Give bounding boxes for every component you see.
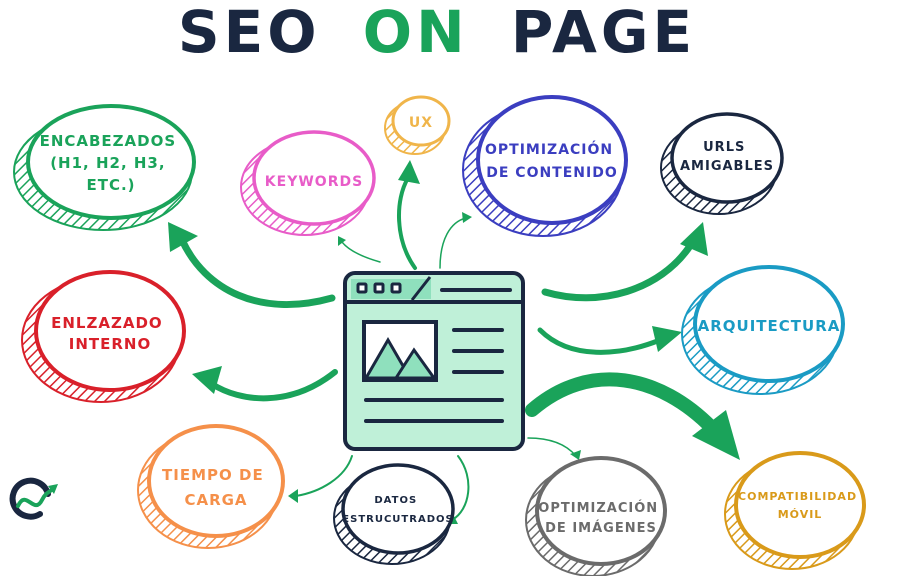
svg-text:OPTIMIZACIÓN DE IMÁGENES: OPTIMIZACIÓN DE IMÁGENES: [538, 500, 663, 536]
node-arquitectura-line-1: ARQUITECTURA: [698, 317, 841, 335]
brand-logo-icon: [9, 477, 58, 520]
svg-text:TIEMPO DE CARGA: TIEMPO DE CARGA: [162, 466, 270, 509]
node-encabezados-line-3: ETC.): [86, 176, 135, 194]
node-imagenes: OPTIMIZACIÓN DE IMÁGENES: [525, 456, 667, 576]
arrow-arquitectura: [537, 327, 663, 355]
connector-arrows: [168, 160, 740, 524]
node-enlazado-line-2: INTERNO: [69, 335, 151, 353]
svg-text:COMPATIBILIDAD MÓVIL: COMPATIBILIDAD MÓVIL: [738, 490, 862, 521]
node-urls-line-1: URLS: [703, 140, 745, 155]
node-contenido-line-1: OPTIMIZACIÓN: [485, 140, 613, 158]
arrow-head-imagenes: [570, 450, 581, 460]
node-arquitectura: ARQUITECTURA: [681, 265, 845, 395]
arrow-head-keywords: [338, 236, 346, 246]
node-ux: UX: [384, 95, 451, 155]
arrow-encabezados: [178, 236, 336, 308]
node-compatibilidad-line-2: MÓVIL: [778, 508, 823, 521]
arrow-head-ux: [398, 160, 420, 184]
node-encabezados-line-2: (H1, H2, H3,: [50, 154, 165, 172]
node-imagenes-line-2: DE IMÁGENES: [545, 520, 657, 536]
arrow-tiempo: [295, 455, 353, 497]
arrow-imagenes: [527, 437, 577, 457]
node-optimizacion-contenido: OPTIMIZACIÓN DE CONTENIDO: [462, 95, 628, 237]
arrow-head-urls: [680, 222, 708, 256]
node-datos-line-2: ESTRUCUTRADOS: [342, 514, 453, 525]
arrow-head-compatibilidad: [692, 410, 740, 460]
arrow-ux: [397, 176, 417, 270]
arrow-head-enlazado: [192, 366, 222, 394]
arrow-enlazado: [209, 369, 338, 402]
node-keywords: KEYWORDS: [240, 130, 376, 236]
node-tiempo-line-2: CARGA: [184, 491, 247, 509]
arrow-head-arquitectura: [652, 326, 682, 352]
node-keywords-line-1: KEYWORDS: [265, 174, 363, 190]
title-part-page: PAGE: [511, 0, 696, 66]
node-tiempo-line-1: TIEMPO DE: [162, 466, 264, 484]
arrow-head-tiempo: [288, 489, 298, 503]
node-enlazado-line-1: ENLZAZADO: [51, 314, 163, 332]
arrow-urls: [541, 242, 694, 302]
node-enlazado: ENLZAZADO INTERNO: [21, 270, 186, 403]
node-tiempo: TIEMPO DE CARGA: [137, 424, 285, 549]
arrow-datos: [451, 455, 470, 521]
node-urls-line-2: AMIGABLES: [680, 159, 774, 174]
arrow-head-contenido: [462, 212, 472, 223]
browser-window-icon: [343, 271, 525, 451]
svg-text:URLS AMIGABLES: URLS AMIGABLES: [680, 140, 774, 174]
node-ux-line-1: UX: [409, 115, 433, 131]
node-compatibilidad-line-1: COMPATIBILIDAD: [738, 490, 857, 503]
arrow-compatibilidad: [525, 372, 719, 435]
node-encabezados: ENCABEZADOS (H1, H2, H3, ETC.): [13, 104, 196, 231]
arrow-keywords: [341, 241, 381, 263]
node-datos-line-1: DATOS: [374, 495, 417, 506]
svg-text:OPTIMIZACIÓN DE CONTENID: OPTIMIZACIÓN DE CONTENIDO: [485, 140, 619, 181]
arrow-contenido: [439, 217, 467, 269]
node-encabezados-line-1: ENCABEZADOS: [40, 132, 177, 150]
node-imagenes-line-1: OPTIMIZACIÓN: [538, 500, 658, 516]
svg-text:ENCABEZADOS (H1, H2, H3,: ENCABEZADOS (H1, H2, H3, ETC.): [40, 132, 183, 194]
title-part-on: ON: [363, 0, 469, 66]
node-datos: DATOS ESTRUCUTRADOS: [333, 463, 455, 565]
node-contenido-line-2: DE CONTENIDO: [486, 165, 618, 181]
svg-text:DATOS ESTRUCUTRADOS: DATOS ESTRUCUTRADOS: [342, 495, 453, 525]
title-part-seo: SEO: [178, 0, 321, 66]
svg-text:ENLZAZADO INTERNO: ENLZAZADO INTERNO: [51, 314, 169, 353]
node-compatibilidad: COMPATIBILIDAD MÓVIL: [724, 451, 866, 570]
arrow-head-encabezados: [168, 222, 198, 252]
node-urls: URLS AMIGABLES: [660, 112, 784, 215]
image-mountain-icon: [362, 320, 438, 382]
page-title: SEO ON PAGE: [178, 0, 696, 66]
